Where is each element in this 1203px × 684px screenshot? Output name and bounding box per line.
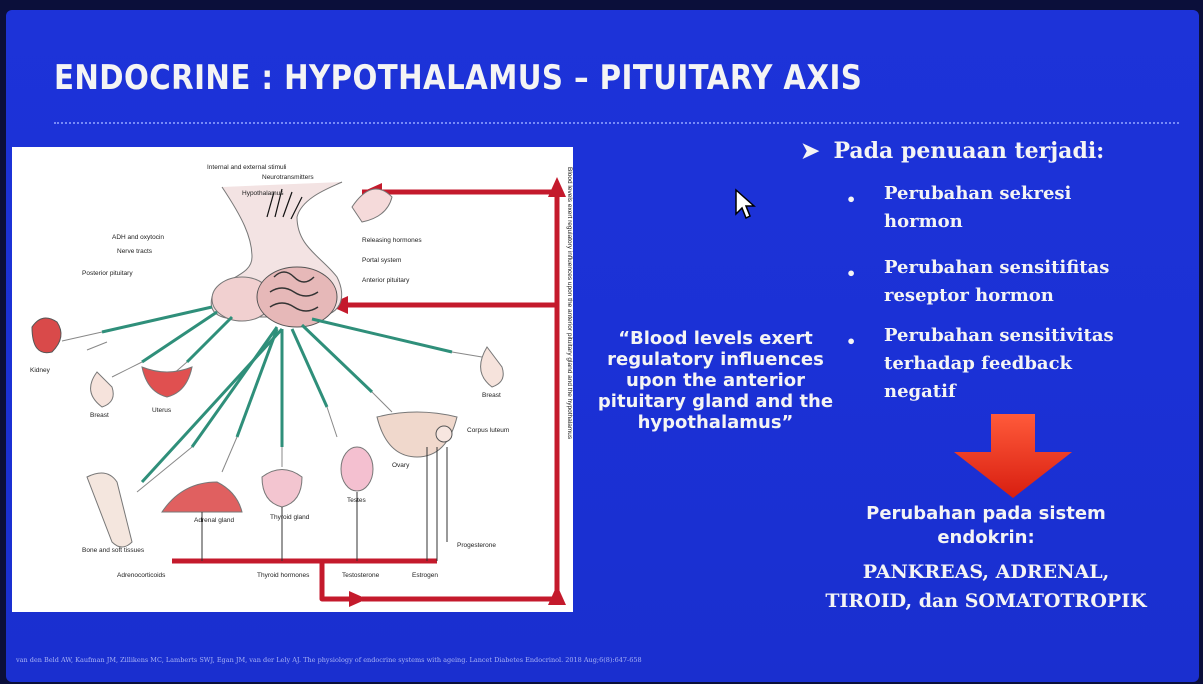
bullet-dot-icon: •	[846, 264, 856, 283]
label-thyroid: Thyroid gland	[270, 514, 310, 521]
main-bullet: ➤ Pada penuaan terjadi:	[801, 138, 1104, 164]
bullet-dot-icon: •	[846, 332, 856, 351]
label-uterus: Uterus	[152, 407, 172, 414]
sub-bullet-1-line-1: Perubahan sekresi	[884, 180, 1071, 208]
slide-title: ENDOCRINE : HYPOTHALAMUS – PITUITARY AXI…	[54, 58, 862, 98]
label-bone: Bone and soft tissues	[82, 547, 145, 554]
sub-bullet-2-line-1: Perubahan sensitifitas	[884, 254, 1109, 282]
result-line-3: PANKREAS, ADRENAL,	[766, 558, 1199, 587]
sub-bullet-3-line-3: negatif	[884, 378, 1114, 406]
label-thyroid-hormones: Thyroid hormones	[257, 572, 310, 579]
label-nerve: Nerve tracts	[117, 248, 153, 255]
label-corpus: Corpus luteum	[467, 427, 509, 434]
sub-bullet-3-line-2: terhadap feedback	[884, 350, 1114, 378]
sub-bullet-3: Perubahan sensitivitas terhadap feedback…	[884, 322, 1114, 406]
citation-footer: van den Beld AW, Kaufman JM, Zillikens M…	[16, 656, 1186, 665]
result-heading: Perubahan pada sistem endokrin:	[786, 502, 1186, 550]
label-portal: Portal system	[362, 257, 401, 264]
label-adrenal: Adrenal gland	[194, 517, 234, 524]
arrow-bullet-icon: ➤	[801, 138, 819, 164]
label-testosterone: Testosterone	[342, 572, 380, 579]
label-progesterone: Progesterone	[457, 542, 496, 549]
label-ovary: Ovary	[392, 462, 410, 469]
label-kidney: Kidney	[30, 367, 51, 374]
label-testes: Testes	[347, 497, 367, 504]
endocrine-diagram: Internal and external stimuli Neurotrans…	[12, 147, 573, 612]
result-line-1: Perubahan pada sistem	[786, 502, 1186, 526]
label-neurotransmitters: Neurotransmitters	[262, 174, 314, 181]
sub-bullet-2: Perubahan sensitifitas reseptor hormon	[884, 254, 1109, 310]
sub-bullet-1-line-2: hormon	[884, 208, 1071, 236]
sub-bullet-2-line-2: reseptor hormon	[884, 282, 1109, 310]
diagram-svg: Internal and external stimuli Neurotrans…	[12, 147, 573, 612]
label-hypothalamus: Hypothalamus	[242, 190, 284, 197]
result-systems: PANKREAS, ADRENAL, TIROID, dan SOMATOTRO…	[766, 558, 1199, 616]
label-breast-2: Breast	[482, 392, 501, 399]
down-arrow-icon	[954, 414, 1072, 498]
blood-levels-quote: “Blood levels exert regulatory influence…	[593, 328, 838, 433]
mouse-cursor-icon	[734, 188, 756, 220]
main-bullet-text: Pada penuaan terjadi:	[833, 138, 1104, 164]
label-side: Blood levels exert regulatory influences…	[566, 167, 573, 440]
label-stimuli: Internal and external stimuli	[207, 164, 287, 171]
label-posterior: Posterior pituitary	[82, 270, 133, 277]
label-estrogen: Estrogen	[412, 572, 438, 579]
result-line-4: TIROID, dan SOMATOTROPIK	[766, 587, 1199, 616]
result-line-2: endokrin:	[786, 526, 1186, 550]
sub-bullet-1: Perubahan sekresi hormon	[884, 180, 1071, 236]
label-breast-1: Breast	[90, 412, 109, 419]
sub-bullet-3-line-1: Perubahan sensitivitas	[884, 322, 1114, 350]
label-adrenocorticoids: Adrenocorticoids	[117, 572, 166, 579]
slide: ENDOCRINE : HYPOTHALAMUS – PITUITARY AXI…	[6, 10, 1199, 682]
title-divider	[54, 122, 1179, 124]
label-anterior: Anterior pituitary	[362, 277, 410, 284]
label-releasing: Releasing hormones	[362, 237, 422, 244]
bullet-dot-icon: •	[846, 190, 856, 209]
label-adh: ADH and oxytocin	[112, 234, 164, 241]
